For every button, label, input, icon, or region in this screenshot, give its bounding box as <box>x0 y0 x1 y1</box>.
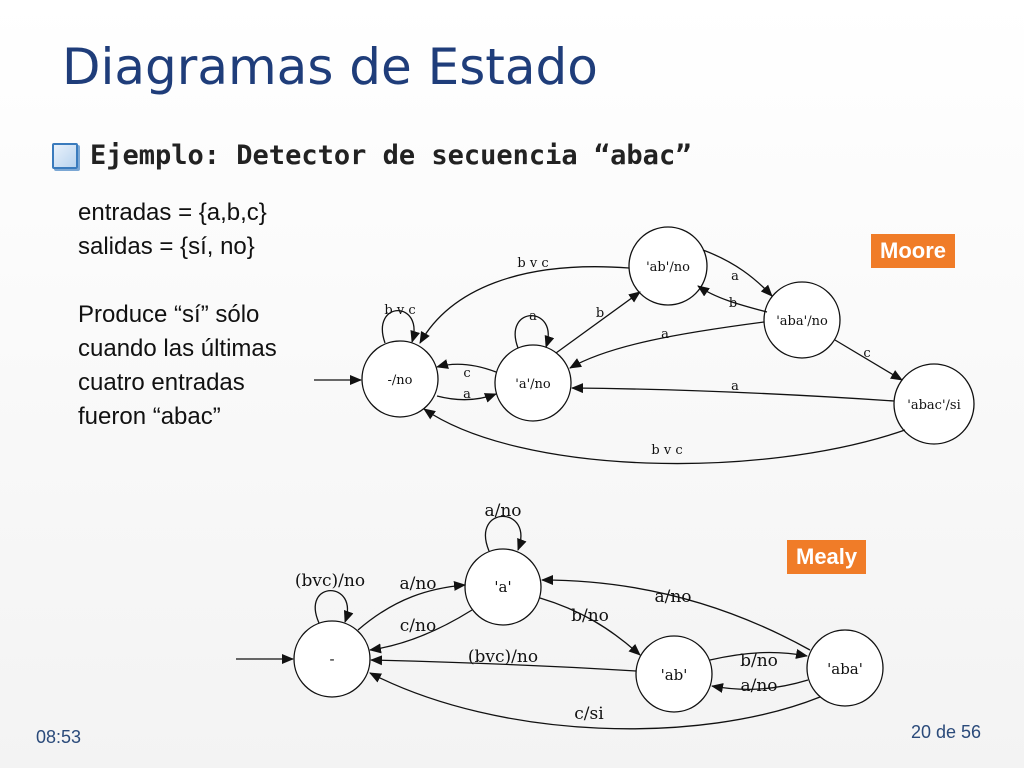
mealy-tag: Mealy <box>787 540 867 574</box>
moore-label-a-to-ab: b <box>596 306 604 321</box>
mealy-self-loop-start <box>314 590 354 624</box>
moore-tag: Moore <box>871 234 955 268</box>
moore-label-aba-to-a: a <box>661 327 669 342</box>
moore-label-start-to-a: a <box>463 387 471 402</box>
mealy-edge-aba-to-a <box>541 575 811 651</box>
moore-label-self-a: a <box>529 309 537 324</box>
mealy-label-ab-to-start: (bvc)/no <box>468 647 538 667</box>
moore-edge-ab-to-start <box>419 266 630 344</box>
moore-edge-ab-to-aba <box>702 249 773 297</box>
moore-state-label-abac: 'abac'/si <box>907 398 960 413</box>
moore-state-label-ab: 'ab'/no <box>646 260 690 275</box>
moore-edge-a-to-ab <box>555 291 641 354</box>
mealy-edge-a-to-ab <box>539 597 641 656</box>
mealy-label-aba-to-start: c/si <box>574 704 604 724</box>
page-number: 20 de 56 <box>911 722 982 742</box>
explanation-line-3: cuatro entradas <box>78 369 245 396</box>
mealy-edge-start-to-a <box>357 580 466 631</box>
mealy-state-aba <box>806 629 884 707</box>
explanation-line-1: Produce “sí” sólo <box>78 301 260 328</box>
moore-state-a <box>494 344 572 422</box>
mealy-label-aba-to-ab: a/no <box>740 676 777 696</box>
mealy-label-self-start: (bvc)/no <box>295 571 365 591</box>
moore-state-label-a: 'a'/no <box>515 377 551 392</box>
mealy-label-start-to-a: a/no <box>399 574 436 594</box>
mealy-state-label-aba: 'aba' <box>827 660 863 678</box>
moore-state-abac <box>893 363 975 445</box>
moore-diagram <box>314 226 975 465</box>
checkbox-bullet-icon <box>52 142 78 169</box>
mealy-label-ab-to-aba: b/no <box>740 651 778 671</box>
explanation-line-2: cuando las últimas <box>78 335 277 362</box>
moore-edge-abac-to-a <box>571 383 895 402</box>
moore-label-ab-to-aba: a <box>731 269 739 284</box>
outputs-text: salidas = {sí, no} <box>78 233 255 260</box>
moore-self-loop-a <box>514 315 555 349</box>
inputs-text: entradas = {a,b,c} <box>78 199 267 226</box>
moore-label-self-start: b v c <box>384 303 415 318</box>
moore-label-aba-to-abac: c <box>863 346 870 361</box>
moore-label-aba-to-ab: b <box>729 296 737 311</box>
mealy-state-label-ab: 'ab' <box>661 666 688 684</box>
moore-state-start <box>361 340 439 418</box>
moore-self-loop-start <box>381 310 421 344</box>
time-label: 08:53 <box>36 727 82 747</box>
moore-edge-aba-to-a <box>569 321 765 369</box>
moore-label-abac-to-a: a <box>731 379 739 394</box>
moore-edge-aba-to-ab <box>697 285 768 313</box>
mealy-label-aba-to-a: a/no <box>654 587 691 607</box>
moore-state-aba <box>763 281 841 359</box>
mealy-state-ab <box>635 635 713 713</box>
page-title: Diagramas de Estado <box>62 38 598 96</box>
bullet-text: Ejemplo: Detector de secuencia “abac” <box>90 140 692 171</box>
mealy-edge-ab-to-aba <box>709 649 808 661</box>
mealy-edge-a-to-start <box>369 609 473 654</box>
bullet-item: Ejemplo: Detector de secuencia “abac” <box>52 140 691 171</box>
moore-label-a-to-start: c <box>463 366 470 381</box>
mealy-label-a-to-ab: b/no <box>571 606 609 626</box>
moore-edge-aba-to-abac <box>834 339 903 381</box>
mealy-state-label-start: - <box>329 650 334 668</box>
mealy-label-self-a: a/no <box>484 501 521 521</box>
moore-state-label-aba: 'aba'/no <box>776 314 828 329</box>
mealy-state-label-a: 'a' <box>494 578 511 596</box>
moore-state-label-start: -/no <box>388 373 413 388</box>
mealy-diagram <box>236 515 884 730</box>
mealy-label-a-to-start: c/no <box>400 616 436 636</box>
moore-edge-a-to-start <box>436 359 497 373</box>
moore-edge-abac-to-start <box>423 408 906 465</box>
moore-label-abac-to-start: b v c <box>651 443 682 458</box>
mealy-edge-aba-to-start <box>369 672 821 730</box>
explanation-line-4: fueron “abac” <box>78 403 221 430</box>
moore-state-ab <box>628 226 708 306</box>
moore-label-ab-to-start: b v c <box>517 256 548 271</box>
mealy-self-loop-a <box>484 515 527 552</box>
mealy-edge-ab-to-start <box>370 655 637 672</box>
mealy-edge-aba-to-ab <box>711 679 809 693</box>
mealy-state-start <box>293 620 371 698</box>
moore-edge-start-to-a <box>436 393 497 403</box>
